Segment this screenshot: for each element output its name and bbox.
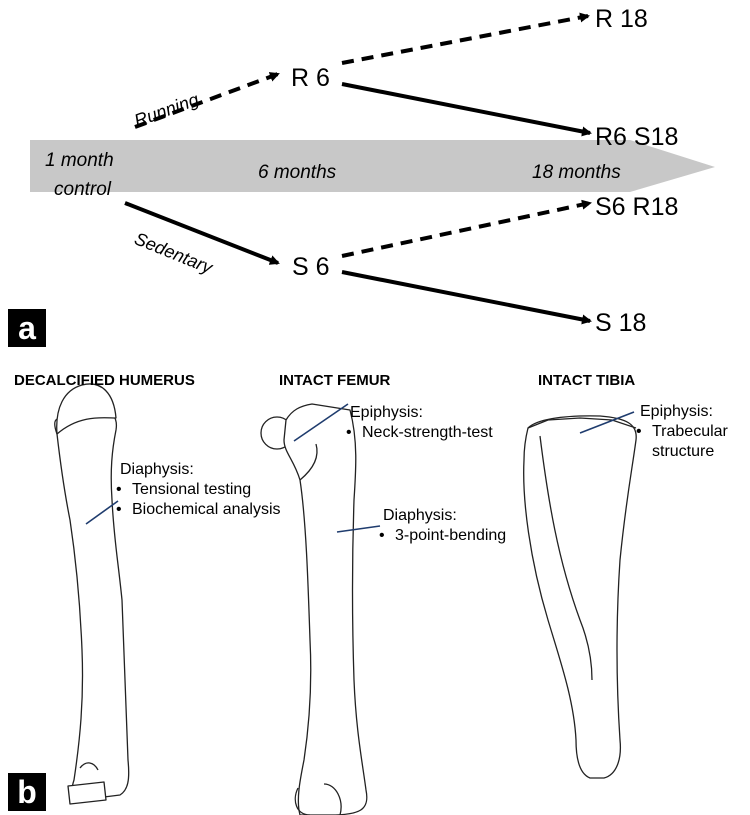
- timeline-end-label: 18 months: [532, 163, 621, 182]
- annotation-humerus: Diaphysis: Tensional testing Biochemical…: [120, 460, 281, 520]
- node-s6: S 6: [292, 255, 330, 280]
- panel-label-a: a: [8, 309, 46, 347]
- bone-title-humerus: DECALCIFIED HUMERUS: [14, 373, 195, 388]
- annotation-tibia-test: Trabecular structure: [640, 422, 745, 462]
- annotation-femur-diaphysis-test: 3-point-bending: [383, 526, 506, 546]
- bone-title-femur: INTACT FEMUR: [279, 373, 390, 388]
- node-s6r18: S6 R18: [595, 195, 678, 220]
- annotation-humerus-region: Diaphysis:: [120, 461, 194, 478]
- arrow-s6-to-s6r18: [342, 203, 590, 256]
- timeline-start-sublabel: control: [54, 180, 111, 199]
- timeline-start-label: 1 month: [45, 151, 114, 170]
- bone-title-tibia: INTACT TIBIA: [538, 373, 635, 388]
- annotation-humerus-test-1: Tensional testing: [120, 480, 281, 500]
- node-r6: R 6: [291, 66, 330, 91]
- node-r6s18: R6 S18: [595, 125, 678, 150]
- arrow-r6-to-r18: [342, 16, 588, 63]
- arrow-s6-to-s18: [342, 272, 590, 321]
- annotation-femur-diaphysis-region: Diaphysis:: [383, 507, 457, 524]
- node-s18: S 18: [595, 311, 646, 336]
- annotation-femur-epiphysis-region: Epiphysis:: [350, 404, 423, 421]
- panel-label-b: b: [8, 773, 46, 811]
- annotation-femur-epiphysis-test: Neck-strength-test: [350, 423, 493, 443]
- humerus-drawing: [55, 384, 129, 804]
- annotation-femur-diaphysis: Diaphysis: 3-point-bending: [383, 506, 506, 546]
- tibia-drawing: [524, 416, 637, 778]
- arrow-r6-to-r6s18: [342, 84, 590, 133]
- annotation-tibia-region: Epiphysis:: [640, 403, 713, 420]
- annotation-femur-epiphysis: Epiphysis: Neck-strength-test: [350, 403, 493, 443]
- annotation-tibia: Epiphysis: Trabecular structure: [640, 402, 745, 462]
- annotation-humerus-test-2: Biochemical analysis: [120, 500, 281, 520]
- timeline-mid-label: 6 months: [258, 163, 336, 182]
- node-r18: R 18: [595, 7, 648, 32]
